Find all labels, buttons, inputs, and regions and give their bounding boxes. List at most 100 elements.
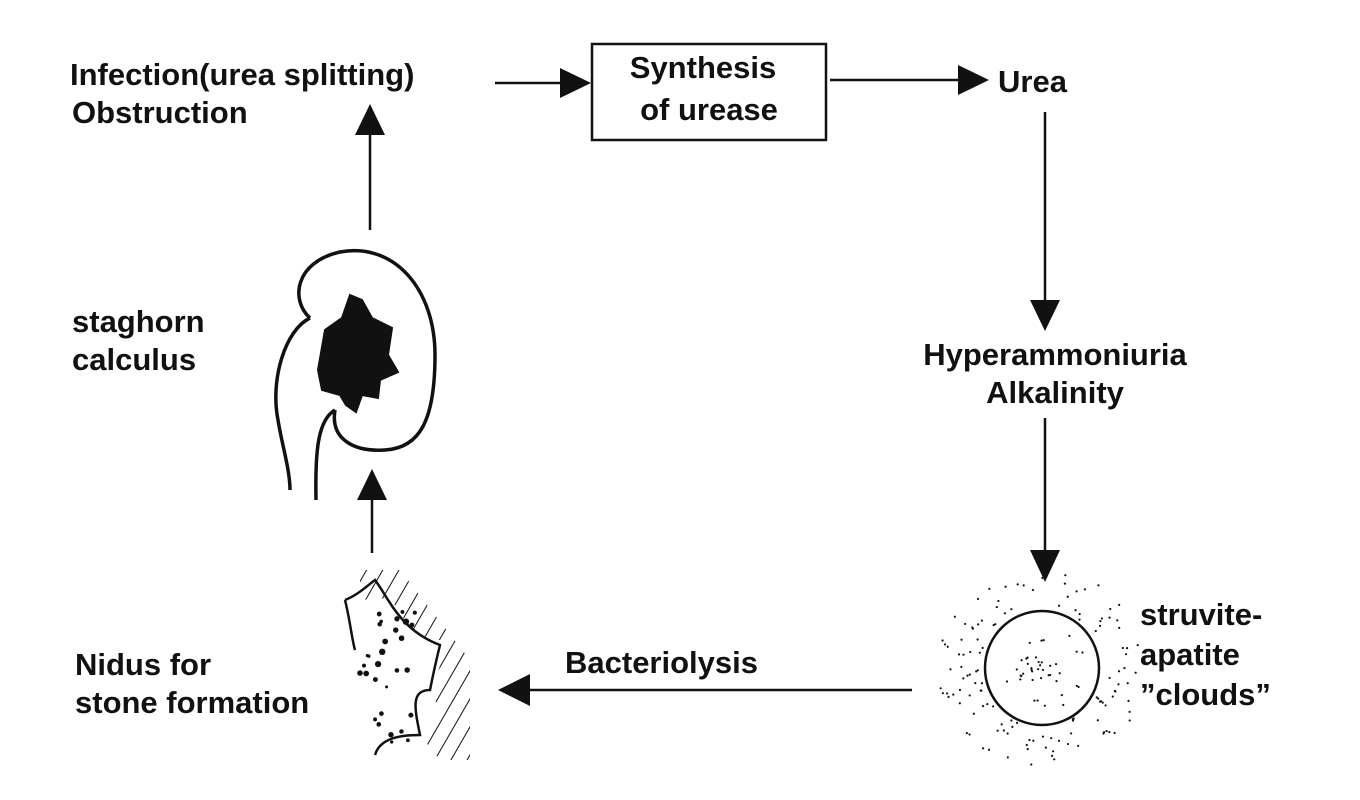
stipple-dot (1071, 718, 1074, 721)
stipple-dot (1125, 647, 1129, 650)
stipple-dot (1015, 721, 1019, 724)
stipple-dot (1094, 629, 1097, 633)
stipple-dot (1030, 668, 1033, 671)
stipple-dot (941, 692, 944, 695)
stipple-dot (406, 738, 410, 743)
stipple-dot (952, 693, 955, 696)
stipple-dot (977, 623, 980, 626)
stipple-dot (957, 653, 961, 656)
arrow-urease-to-urea (830, 65, 989, 95)
stipple-dot (1134, 671, 1137, 674)
stipple-dot (408, 712, 414, 718)
stipple-dot (960, 638, 963, 641)
stipple-dot (1108, 616, 1111, 619)
stipple-dot (376, 611, 382, 617)
stipple-dot (1049, 664, 1052, 667)
stipple-dot (1075, 650, 1078, 653)
stipple-dot (1043, 704, 1046, 707)
arrow-nidus-to-staghorn (357, 469, 387, 553)
stipple-dot (1100, 617, 1104, 620)
urea-label: Urea (998, 64, 1068, 99)
node-nidus: Nidus for stone formation (75, 647, 309, 720)
stipple-dot (1040, 661, 1043, 664)
stipple-dot (1118, 626, 1121, 629)
node-infection: Infection(urea splitting) Obstruction (70, 57, 414, 130)
stipple-dot (388, 731, 394, 738)
stipple-dot (980, 682, 984, 685)
stipple-dot (1039, 664, 1042, 667)
stipple-dot (1104, 704, 1107, 707)
stipple-dot (357, 670, 363, 676)
stipple-dot (1077, 744, 1080, 747)
stipple-dot (1040, 639, 1043, 642)
stipple-dot (1118, 603, 1121, 606)
stipple-dot (402, 618, 410, 625)
stipple-dot (1005, 680, 1009, 683)
stipple-dot (1030, 763, 1033, 766)
nidus-drawing-icon (343, 570, 470, 760)
arrow-staghorn-to-infection (355, 104, 385, 230)
stipple-dot (1037, 668, 1040, 671)
stipple-dot (953, 615, 956, 618)
stipple-dot (1052, 750, 1055, 753)
stipple-dot (1031, 588, 1034, 592)
stipple-dot (1066, 595, 1069, 598)
stipple-dot (1002, 729, 1005, 732)
stipple-dot (1066, 742, 1070, 746)
stipple-dot (1050, 737, 1053, 740)
stipple-dot (1011, 725, 1014, 728)
stipple-dot (1006, 756, 1009, 759)
stipple-dot (1025, 743, 1028, 747)
stipple-dot (986, 702, 989, 706)
stipple-dot (992, 705, 995, 708)
stipple-dot (1128, 719, 1131, 722)
stipple-dot (996, 729, 999, 732)
node-staghorn: staghorn calculus (72, 304, 205, 377)
stipple-dot (1015, 668, 1018, 671)
stipple-dot (1020, 674, 1023, 678)
stipple-dot (1057, 604, 1061, 607)
stipple-dot (1113, 689, 1116, 693)
stipple-dot (372, 677, 378, 682)
stipple-dot (400, 609, 405, 614)
stipple-dot (1043, 571, 1046, 574)
stone-formation-label: stone formation (75, 685, 309, 720)
struvite-cloud-icon (939, 571, 1139, 766)
stipple-dot (949, 668, 952, 671)
stipple-dot (1055, 679, 1058, 683)
stipple-dot (1030, 666, 1033, 670)
stipple-dot (1099, 624, 1102, 627)
stipple-dot (1121, 646, 1125, 650)
stipple-dot (1136, 644, 1139, 647)
stipple-dot (975, 670, 978, 673)
stipple-dot (981, 646, 984, 649)
stipple-dot (1126, 682, 1129, 685)
stipple-dot (1108, 676, 1111, 680)
stipple-dot (971, 626, 974, 629)
stipple-dot (1117, 670, 1121, 673)
stipple-dot (969, 650, 972, 654)
stipple-dot (1020, 659, 1023, 662)
stipple-dot (997, 599, 1000, 603)
stipple-dot (941, 639, 944, 642)
stipple-dot (965, 732, 968, 735)
stipple-dot (1083, 588, 1086, 591)
arrow-clouds-to-nidus (498, 674, 912, 706)
stipple-dot (939, 687, 942, 690)
stipple-dot (1128, 710, 1131, 713)
clouds-label: ”clouds” (1140, 677, 1271, 712)
nidus-label: Nidus for (75, 647, 211, 682)
stipple-dot (390, 740, 394, 744)
stipple-dot (968, 673, 971, 676)
stipple-dot (376, 722, 382, 727)
stipple-dot (379, 711, 384, 716)
stipple-dot (1068, 634, 1071, 637)
stipple-dot (1053, 758, 1056, 761)
stipple-dot (1102, 731, 1106, 734)
stipple-dot (945, 692, 949, 695)
stipple-dot (943, 643, 947, 646)
stipple-dot (374, 660, 382, 668)
stipple-dot (373, 717, 378, 722)
stipple-dot (980, 619, 983, 622)
synthesis-label: Synthesis (630, 50, 776, 85)
